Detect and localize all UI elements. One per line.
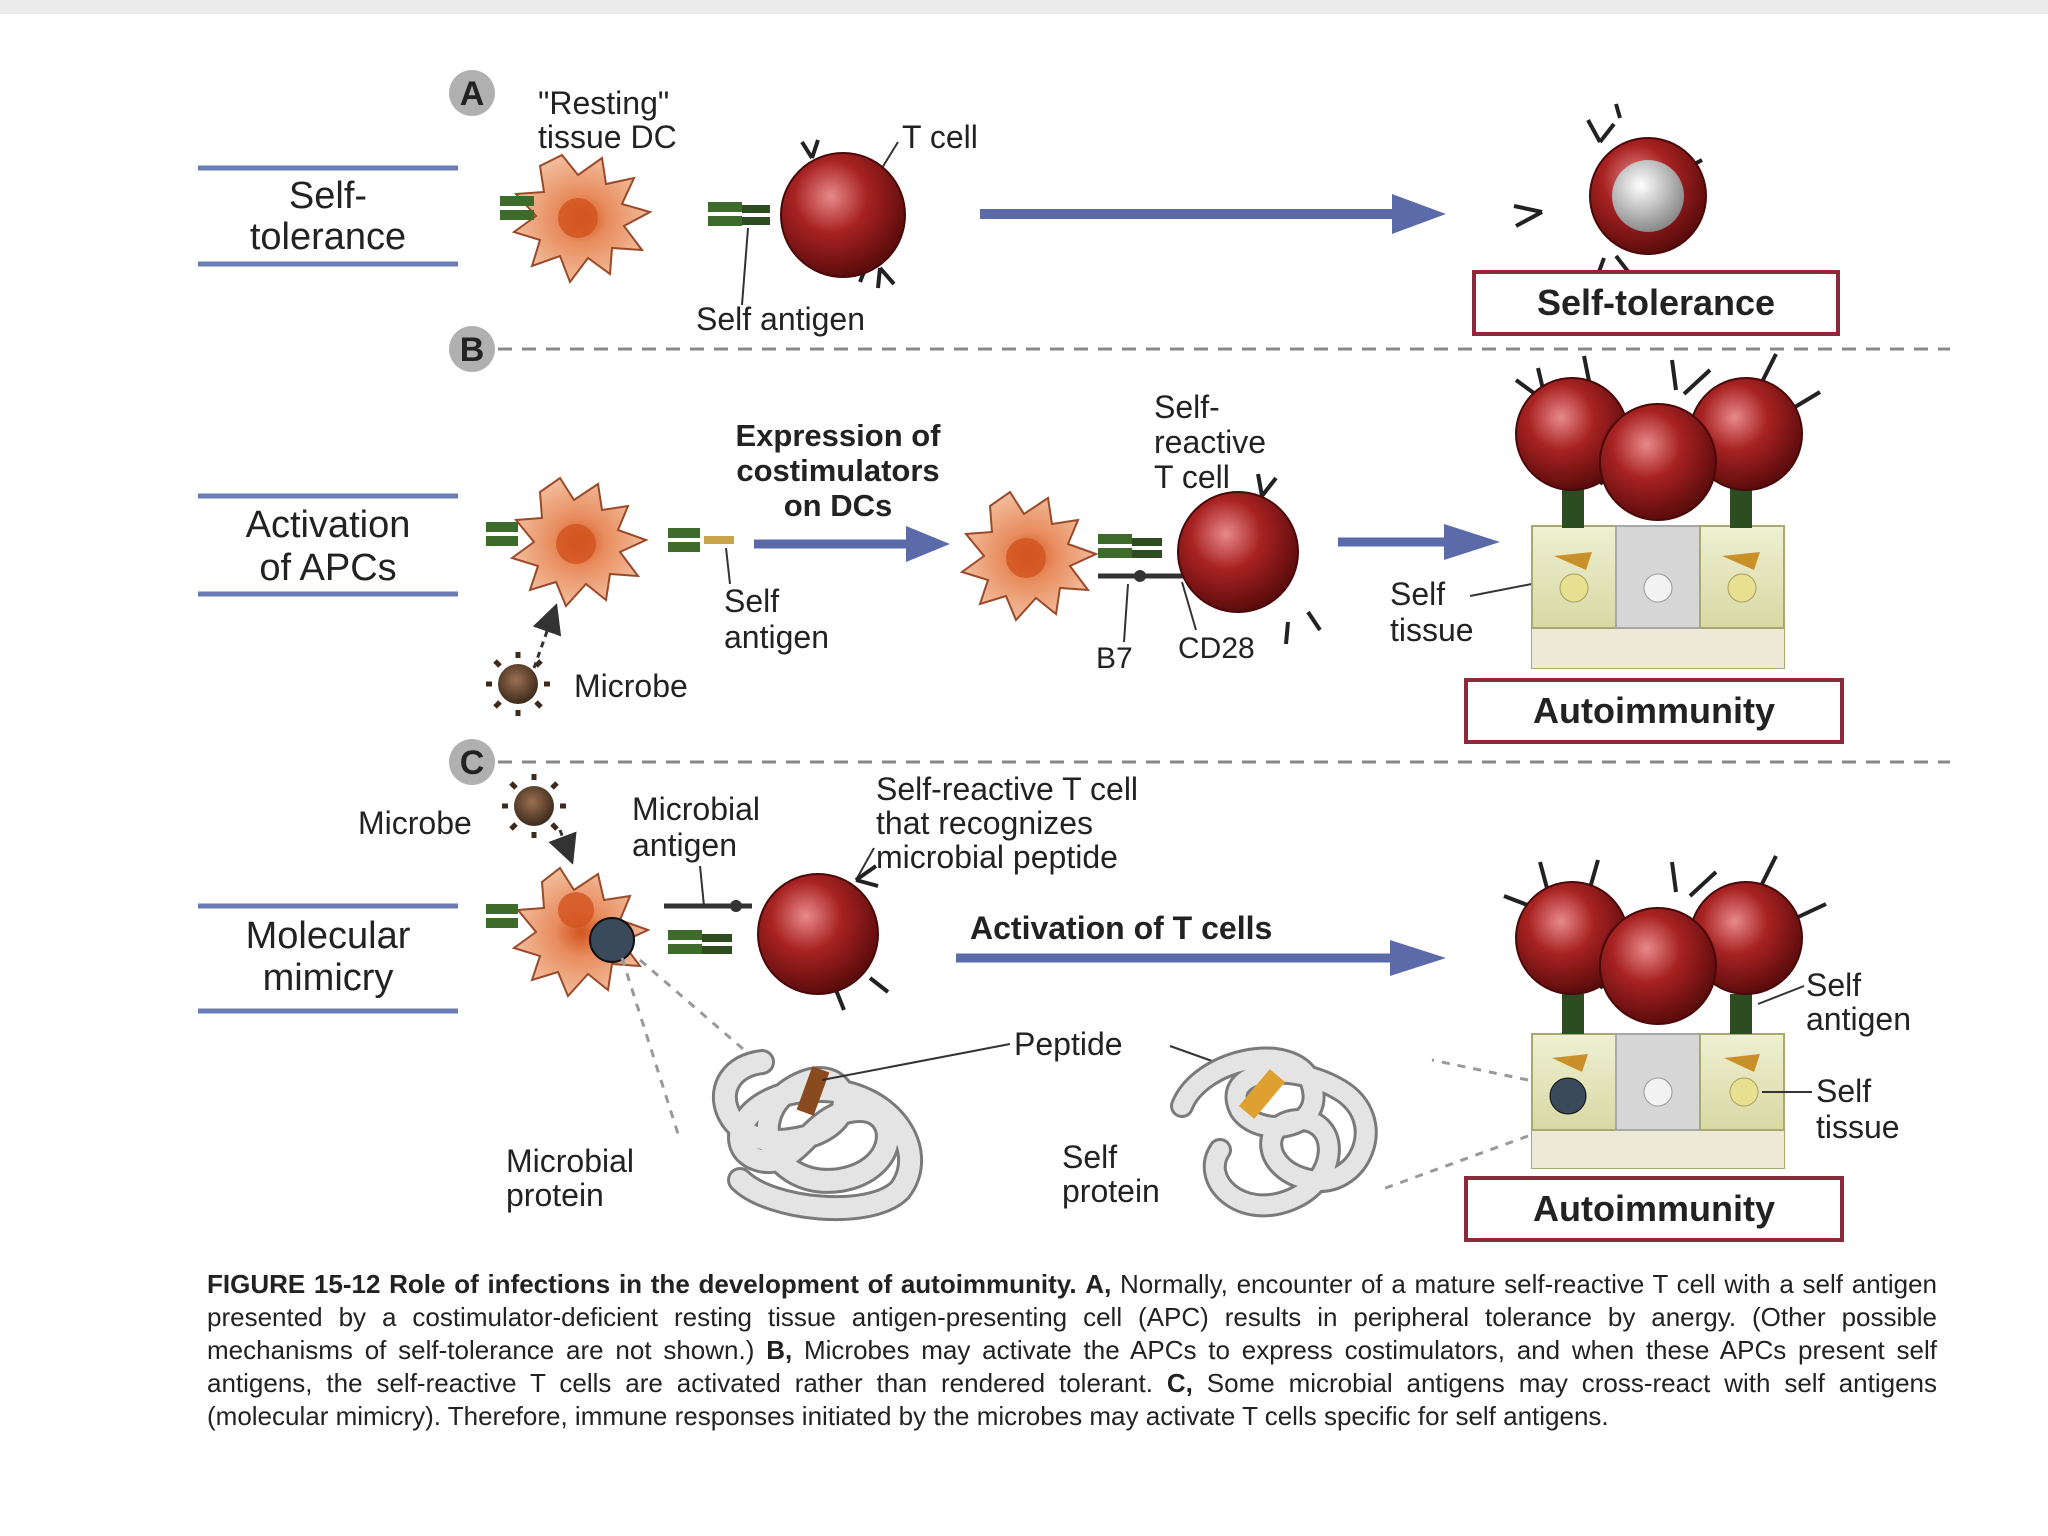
tissue-block-b — [1531, 488, 1785, 669]
caption-b-text: Microbes may activate the APCs to expres… — [207, 1335, 1938, 1398]
dendritic-cell-resting-b — [486, 476, 734, 608]
svg-text:Self-tolerance: Self-tolerance — [1537, 282, 1775, 323]
self-protein-label-2: protein — [1062, 1173, 1160, 1209]
panel-c-letter-badge: C — [449, 739, 495, 785]
self-reactive-label-3: T cell — [1154, 459, 1230, 495]
self-reactive-t-cell-c — [757, 864, 890, 1011]
top-bar — [0, 0, 2048, 14]
self-protein — [1170, 1046, 1378, 1218]
svg-text:tolerance: tolerance — [250, 216, 406, 258]
panel-a: A Self- tolerance "Resting" tissue DC T … — [198, 70, 1840, 337]
caption-c-text: Some microbial antigens may cross-react … — [207, 1368, 1937, 1431]
expression-label-1: Expression of — [736, 418, 942, 453]
peptide-label: Peptide — [1014, 1026, 1123, 1062]
panel-b-letter-badge: B — [449, 326, 495, 372]
outcome-box-self-tolerance: Self-tolerance — [1472, 270, 1840, 336]
dendritic-cell — [511, 153, 653, 285]
microbe-b-label: Microbe — [574, 668, 688, 704]
svg-text:C: C — [460, 744, 485, 782]
resting-dc-label-2: tissue DC — [538, 119, 677, 155]
t-cell-leader — [881, 141, 899, 169]
t-cell — [780, 139, 906, 289]
panel-b-side-label: Activation of APCs — [198, 493, 458, 597]
b7-leader — [1123, 583, 1129, 643]
caption-title: FIGURE 15-12 Role of infections in the d… — [207, 1269, 1077, 1299]
svg-text:of APCs: of APCs — [259, 547, 396, 589]
microbial-protein — [711, 1049, 924, 1222]
self-reactive-c-leader — [855, 847, 875, 881]
expression-label-3: on DCs — [784, 488, 893, 523]
microbial-protein-label-1: Microbial — [506, 1143, 634, 1179]
activation-label: Activation of T cells — [970, 910, 1272, 946]
self-antigen-label: Self antigen — [696, 301, 865, 337]
microbe-c-label: Microbe — [358, 805, 472, 841]
svg-text:Activation: Activation — [246, 504, 411, 546]
arrow-a — [980, 194, 1446, 234]
outcome-box-autoimmunity-c: Autoimmunity — [1464, 1176, 1844, 1242]
arrow-b2 — [1338, 524, 1500, 560]
panel-b: B Activation of APCs Self antigen Microb… — [198, 326, 1950, 744]
microbial-antigen-leader — [699, 865, 705, 907]
self-reactive-c-label-1: Self-reactive T cell — [876, 771, 1138, 807]
microbial-antigen-label-1: Microbial — [632, 791, 760, 827]
svg-text:A: A — [460, 75, 485, 113]
panel-a-side-label: Self- tolerance — [198, 165, 458, 267]
self-protein-label-1: Self — [1062, 1139, 1117, 1175]
self-antigen-c-label-2: antigen — [1806, 1001, 1911, 1037]
self-tissue-b-label-2: tissue — [1390, 612, 1474, 648]
peptide-leader-left — [821, 1043, 1011, 1081]
t-cell-cluster-b — [1514, 353, 1822, 521]
self-antigen-b-label-1: Self — [724, 583, 779, 619]
self-antigen-b-label-2: antigen — [724, 619, 829, 655]
svg-text:Molecular: Molecular — [246, 915, 411, 957]
cd28-leader — [1181, 581, 1197, 631]
self-reactive-c-label-2: that recognizes — [876, 805, 1093, 841]
tissue-block-c — [1531, 994, 1785, 1169]
figure-caption: FIGURE 15-12 Role of infections in the d… — [207, 1268, 1937, 1433]
self-reactive-c-label-3: microbial peptide — [876, 839, 1118, 875]
self-antigen-b-leader — [725, 547, 731, 585]
mhc-receptor — [500, 196, 770, 226]
svg-text:B: B — [460, 331, 485, 369]
anergic-t-cell — [1513, 103, 1707, 281]
self-tissue-c-label-2: tissue — [1816, 1109, 1900, 1145]
self-antigen-c-label-1: Self — [1806, 967, 1861, 1003]
expression-label-2: costimulators — [736, 453, 939, 488]
cd28-label: CD28 — [1178, 632, 1255, 665]
caption-a-label: A, — [1085, 1269, 1112, 1299]
self-tissue-c-label-1: Self — [1816, 1073, 1871, 1109]
panel-c: C Molecular mimicry Microbe Microbial an… — [198, 739, 1950, 1242]
outcome-box-autoimmunity-b: Autoimmunity — [1464, 678, 1844, 744]
dendritic-cell-activated-b — [959, 490, 1186, 622]
self-tissue-b-label-1: Self — [1390, 576, 1445, 612]
self-reactive-label-2: reactive — [1154, 424, 1266, 460]
caption-c-label: C, — [1166, 1368, 1193, 1398]
self-antigen-leader — [741, 227, 749, 306]
self-reactive-label-1: Self- — [1154, 389, 1220, 425]
microbe-b — [486, 603, 562, 716]
microbial-protein-label-2: protein — [506, 1177, 604, 1213]
resting-dc-label-1: "Resting" — [538, 85, 669, 121]
svg-text:Autoimmunity: Autoimmunity — [1533, 1188, 1775, 1229]
autoimmunity-figure: A Self- tolerance "Resting" tissue DC T … — [198, 70, 1950, 1242]
svg-text:Autoimmunity: Autoimmunity — [1533, 690, 1775, 731]
caption-b-label: B, — [766, 1335, 793, 1365]
arrow-c — [956, 940, 1446, 976]
b7-label: B7 — [1096, 642, 1133, 675]
dendritic-cell-c — [486, 866, 752, 998]
t-cell-label: T cell — [902, 119, 978, 155]
svg-text:mimicry: mimicry — [263, 957, 394, 999]
arrow-b1 — [754, 526, 950, 562]
panel-a-letter-badge: A — [449, 70, 495, 116]
microbe-c — [502, 774, 577, 865]
self-antigen-c-leader — [1757, 985, 1805, 1005]
caption-a-text: Normally, encounter of a mature self-rea… — [207, 1269, 1937, 1365]
t-cell-cluster-c — [1503, 855, 1827, 1025]
microbial-antigen-label-2: antigen — [632, 827, 737, 863]
panel-c-side-label: Molecular mimicry — [198, 903, 458, 1014]
self-reactive-t-cell-b — [1177, 473, 1322, 645]
svg-text:Self-: Self- — [289, 175, 367, 217]
